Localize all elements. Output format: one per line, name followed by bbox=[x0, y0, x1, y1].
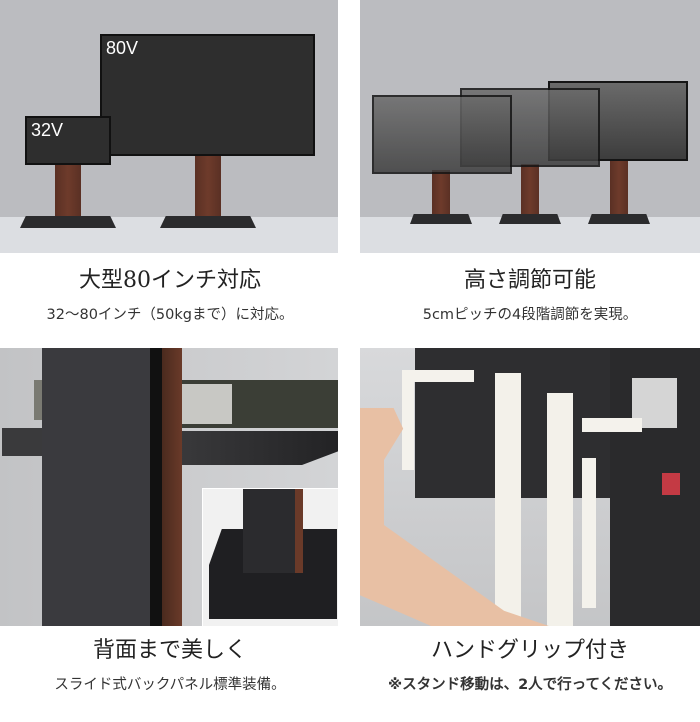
feature-title-back-panel: 背面まで美しく bbox=[92, 638, 247, 663]
shelf-left bbox=[2, 428, 47, 456]
feature-image-height bbox=[360, 0, 700, 253]
frame-mid bbox=[547, 393, 573, 626]
tv-position-low bbox=[372, 95, 512, 174]
tv-32v: 32V bbox=[25, 116, 111, 165]
inset-photo bbox=[202, 488, 338, 626]
feature-subtitle-hand-grip: ※スタンド移動は、2人で行ってください。 bbox=[387, 677, 673, 693]
feature-title-height: 高さ調節可能 bbox=[463, 268, 596, 293]
stand-base-2 bbox=[499, 214, 561, 224]
inset-pole bbox=[243, 489, 299, 573]
handle-right-grip bbox=[582, 458, 596, 608]
frame-left bbox=[495, 373, 521, 626]
stand-pole-1 bbox=[432, 170, 450, 220]
feature-title-hand-grip: ハンドグリップ付き bbox=[430, 638, 629, 663]
stand-pole-2 bbox=[521, 164, 539, 220]
feature-subtitle-height: 5cmピッチの4段階調節を実現。 bbox=[422, 307, 638, 323]
tv-size-label-32v: 32V bbox=[31, 120, 64, 140]
handle-left-grip bbox=[402, 370, 414, 470]
device-left bbox=[34, 380, 44, 420]
feature-subtitle-size: 32〜80インチ（50kgまで）に対応。 bbox=[46, 307, 294, 323]
stand-pole-3 bbox=[610, 158, 628, 220]
handle-right-top bbox=[582, 418, 642, 432]
stand-base-small bbox=[20, 216, 116, 228]
feature-title-size: 大型80インチ対応 bbox=[79, 268, 261, 293]
feature-image-size: 80V 32V bbox=[0, 0, 338, 253]
av-device-rear bbox=[182, 384, 232, 424]
handle-left-top bbox=[402, 370, 474, 382]
stand-base-1 bbox=[410, 214, 472, 224]
back-cover-panel bbox=[42, 348, 152, 626]
feature-subtitle-back-panel: スライド式バックパネル標準装備。 bbox=[54, 677, 286, 693]
stand-pole-small bbox=[55, 160, 81, 220]
red-label bbox=[662, 473, 680, 495]
panel-gap bbox=[150, 348, 162, 626]
feature-image-hand-grip bbox=[360, 348, 700, 626]
tv-80v: 80V bbox=[100, 34, 315, 156]
feature-image-back-panel bbox=[0, 348, 338, 626]
inset-wood bbox=[295, 489, 303, 573]
tv-size-label-80v: 80V bbox=[106, 38, 139, 58]
stand-base-large bbox=[160, 216, 256, 228]
stand-base-3 bbox=[588, 214, 650, 224]
shelf bbox=[158, 431, 338, 465]
wood-pole bbox=[162, 348, 182, 626]
stand-pole-large bbox=[195, 152, 221, 220]
